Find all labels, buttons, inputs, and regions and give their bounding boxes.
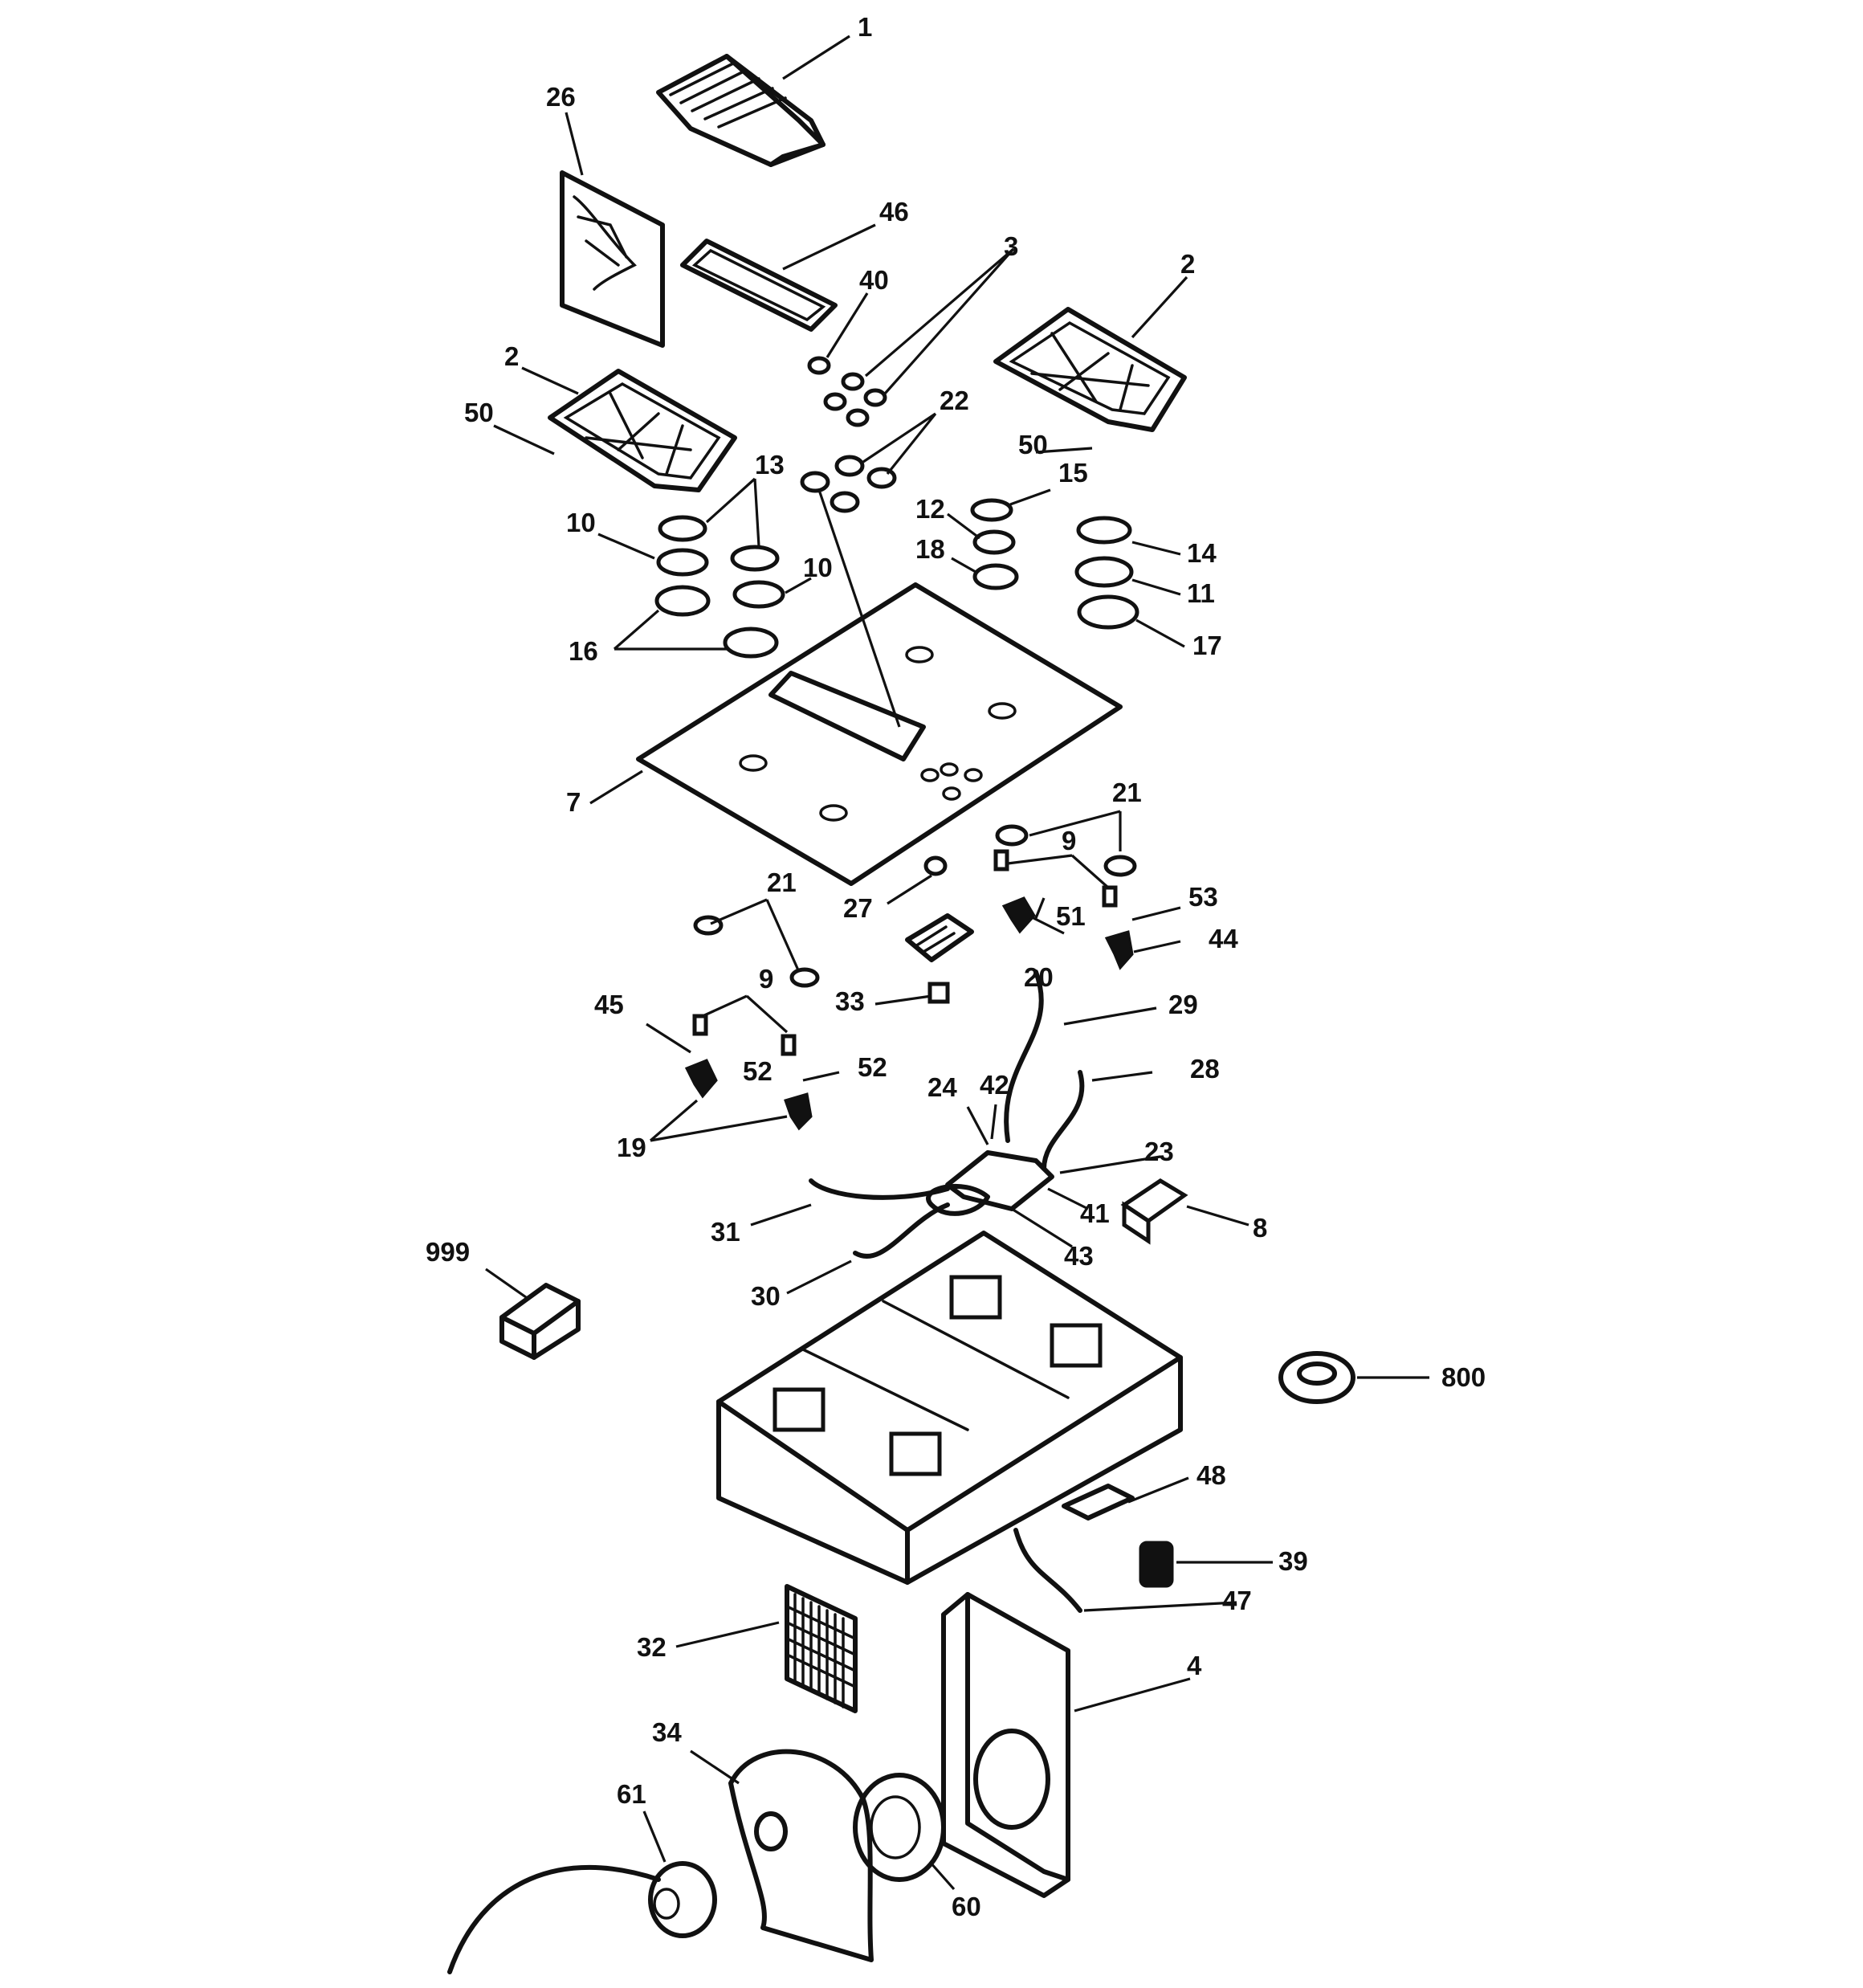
callout-4: 4: [1187, 1651, 1202, 1680]
callout-1: 1: [858, 12, 872, 42]
callout-17: 17: [1192, 631, 1222, 660]
callout-31: 31: [711, 1217, 740, 1247]
callout-44: 44: [1209, 924, 1238, 953]
part-power-cord: [1013, 1528, 1082, 1613]
callout-51: 51: [1056, 901, 1086, 931]
part-packaging-box: [499, 1283, 581, 1360]
part-grille: [785, 1584, 858, 1713]
callout-28: 28: [1190, 1054, 1220, 1084]
callout-999: 999: [426, 1237, 470, 1267]
callout-11: 11: [1187, 578, 1215, 608]
callout-3: 3: [1004, 231, 1018, 261]
callout-46: 46: [879, 197, 909, 227]
callout-14: 14: [1187, 538, 1217, 568]
callout-16: 16: [569, 636, 598, 666]
part-valves-left: [684, 915, 820, 1131]
callout-34: 34: [652, 1717, 682, 1747]
callout-30: 30: [751, 1281, 781, 1311]
callout-12: 12: [915, 494, 945, 524]
callout-7: 7: [566, 787, 581, 817]
part-literature-card: [560, 170, 665, 348]
callout-10-right: 10: [803, 553, 833, 582]
part-blower-motor: [447, 1861, 717, 1974]
callout-60: 60: [952, 1892, 981, 1921]
part-800-ring: [1278, 1351, 1355, 1404]
callout-15: 15: [1058, 458, 1088, 488]
callout-40: 40: [859, 265, 889, 295]
callout-13: 13: [755, 450, 785, 480]
part-manifold: [809, 970, 1085, 1259]
callout-10-left: 10: [566, 508, 596, 537]
callout-50-left: 50: [464, 398, 494, 427]
part-valves-right: [993, 824, 1137, 970]
part-grate-right: [993, 307, 1187, 432]
part-blower-wheel: [853, 1773, 946, 1882]
leader-knob-to-top: [817, 489, 901, 728]
callout-2-right: 2: [1180, 249, 1195, 279]
part-switch: [1120, 1178, 1188, 1245]
part-label-plate: [1062, 1484, 1135, 1521]
callout-2-left: 2: [504, 341, 519, 371]
part-burners-right: [970, 498, 1139, 630]
part-blower-panel: [941, 1592, 1070, 1898]
callout-32: 32: [637, 1632, 667, 1662]
part-bezels: [800, 455, 897, 513]
callout-27: 27: [843, 893, 873, 923]
part-griddle-control: [905, 855, 974, 1004]
callout-53: 53: [1188, 882, 1218, 912]
callout-52-right: 52: [858, 1052, 887, 1082]
callout-20: 20: [1024, 962, 1054, 992]
callout-23: 23: [1144, 1137, 1174, 1166]
callout-45: 45: [594, 990, 624, 1019]
part-cooktop-panel: [636, 582, 1123, 886]
callout-42: 42: [980, 1070, 1009, 1100]
callout-43: 43: [1064, 1241, 1094, 1271]
callout-21-left: 21: [767, 867, 797, 897]
callout-9-right: 9: [1062, 826, 1076, 855]
part-grate-left: [548, 369, 737, 492]
callout-52-left: 52: [743, 1056, 773, 1086]
part-burner-box: [716, 1231, 1183, 1585]
part-blower-scroll: [728, 1749, 874, 1962]
callout-labels: 1 26 46 3 40 2 2 50 50 22 13 15 12 10 10…: [426, 12, 1486, 1921]
callout-61: 61: [617, 1779, 646, 1809]
callout-9-left: 9: [759, 964, 773, 994]
callout-800: 800: [1441, 1362, 1486, 1392]
callout-19: 19: [617, 1133, 646, 1162]
leader-lines: [485, 35, 1429, 1891]
callout-21-right: 21: [1112, 778, 1142, 807]
callout-47: 47: [1222, 1586, 1252, 1615]
callout-39: 39: [1278, 1546, 1308, 1576]
part-knobs: [807, 356, 887, 427]
callout-41: 41: [1080, 1198, 1110, 1228]
part-terminal-block: [1139, 1541, 1174, 1588]
callout-24: 24: [927, 1072, 957, 1102]
callout-22: 22: [940, 386, 969, 415]
callout-50-right: 50: [1018, 430, 1048, 459]
part-burners-left: [654, 515, 785, 659]
callout-18: 18: [915, 534, 945, 564]
part-gasket: [680, 239, 838, 332]
callout-29: 29: [1168, 990, 1198, 1019]
callout-33: 33: [835, 986, 865, 1016]
part-griddle-cover: [656, 54, 826, 167]
callout-26: 26: [546, 82, 576, 112]
callout-8: 8: [1253, 1213, 1267, 1243]
callout-48: 48: [1196, 1460, 1226, 1490]
